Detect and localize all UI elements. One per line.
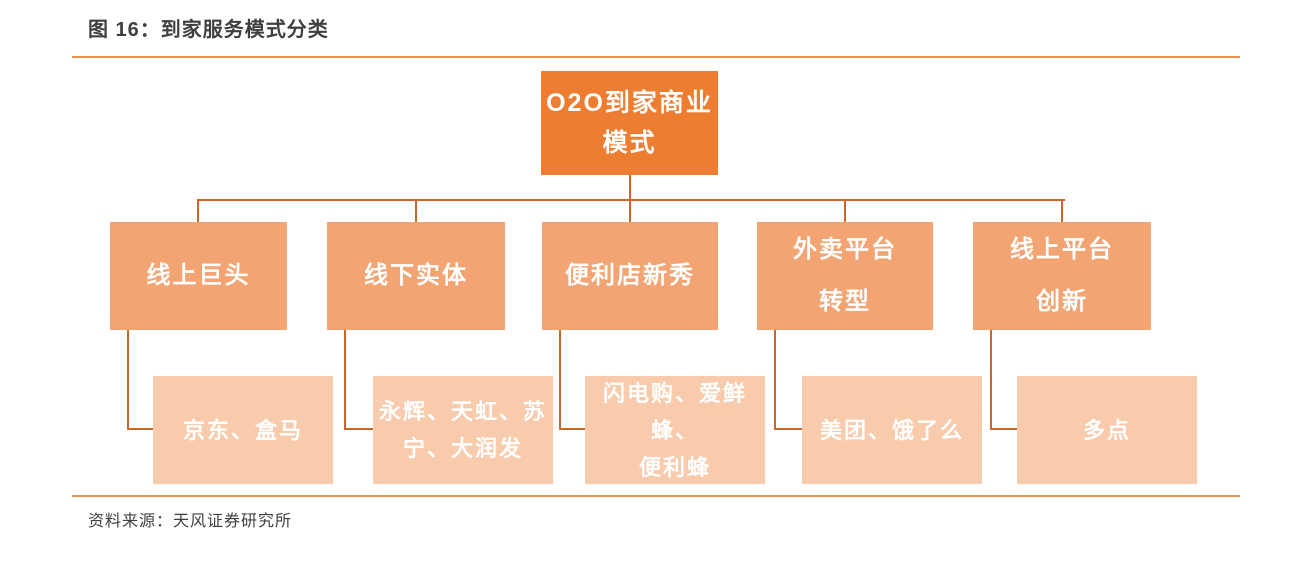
connector-drop-4	[844, 199, 846, 223]
connector-elbow-h-1	[127, 428, 155, 430]
connector-drop-3	[629, 199, 631, 223]
category-box-offline-retail: 线下实体	[327, 222, 505, 330]
category-label: 线上巨头	[146, 262, 251, 289]
category-box-convenience-newcomers: 便利店新秀	[542, 222, 718, 330]
examples-label: 闪电购、爱鲜蜂、 便利蜂	[602, 380, 747, 480]
connector-elbow-h-3	[559, 428, 587, 430]
connector-drop-5	[1061, 199, 1063, 223]
connector-elbow-h-5	[990, 428, 1019, 430]
connector-bus	[197, 199, 1065, 201]
top-divider-rule	[72, 56, 1240, 58]
category-label: 线上平台 创新	[1010, 236, 1114, 315]
examples-label: 永辉、天虹、苏 宁、大润发	[378, 399, 547, 461]
category-label: 便利店新秀	[565, 262, 695, 289]
category-box-delivery-platform-transition: 外卖平台 转型	[757, 222, 933, 330]
figure-title: 图 16：到家服务模式分类	[88, 19, 329, 41]
category-label: 外卖平台 转型	[793, 236, 897, 315]
category-box-online-giants: 线上巨头	[110, 222, 287, 330]
examples-label: 多点	[1082, 417, 1131, 443]
connector-elbow-v-3	[559, 330, 561, 430]
connector-elbow-v-2	[344, 330, 346, 430]
examples-label: 京东、盒马	[182, 417, 303, 443]
category-label: 线下实体	[364, 262, 468, 289]
connector-elbow-v-5	[990, 330, 992, 430]
examples-box-online-platform-innovation: 多点	[1017, 376, 1197, 484]
connector-drop-2	[415, 199, 417, 223]
root-node-label: O2O到家商业 模式	[546, 89, 713, 157]
examples-box-delivery-platform-transition: 美团、饿了么	[802, 376, 982, 484]
examples-box-offline-retail: 永辉、天虹、苏 宁、大润发	[373, 376, 553, 484]
examples-label: 美团、饿了么	[819, 417, 964, 443]
connector-elbow-v-4	[774, 330, 776, 430]
root-node-box: O2O到家商业 模式	[541, 71, 718, 175]
connector-elbow-h-2	[344, 428, 375, 430]
connector-drop-1	[197, 199, 199, 223]
connector-elbow-h-4	[774, 428, 804, 430]
examples-box-online-giants: 京东、盒马	[153, 376, 333, 484]
figure-source: 资料来源：天风证券研究所	[88, 513, 293, 530]
bottom-divider-rule	[72, 495, 1240, 497]
examples-box-convenience-newcomers: 闪电购、爱鲜蜂、 便利蜂	[585, 376, 765, 484]
category-box-online-platform-innovation: 线上平台 创新	[973, 222, 1151, 330]
connector-root-stem	[629, 175, 631, 201]
connector-elbow-v-1	[127, 330, 129, 430]
